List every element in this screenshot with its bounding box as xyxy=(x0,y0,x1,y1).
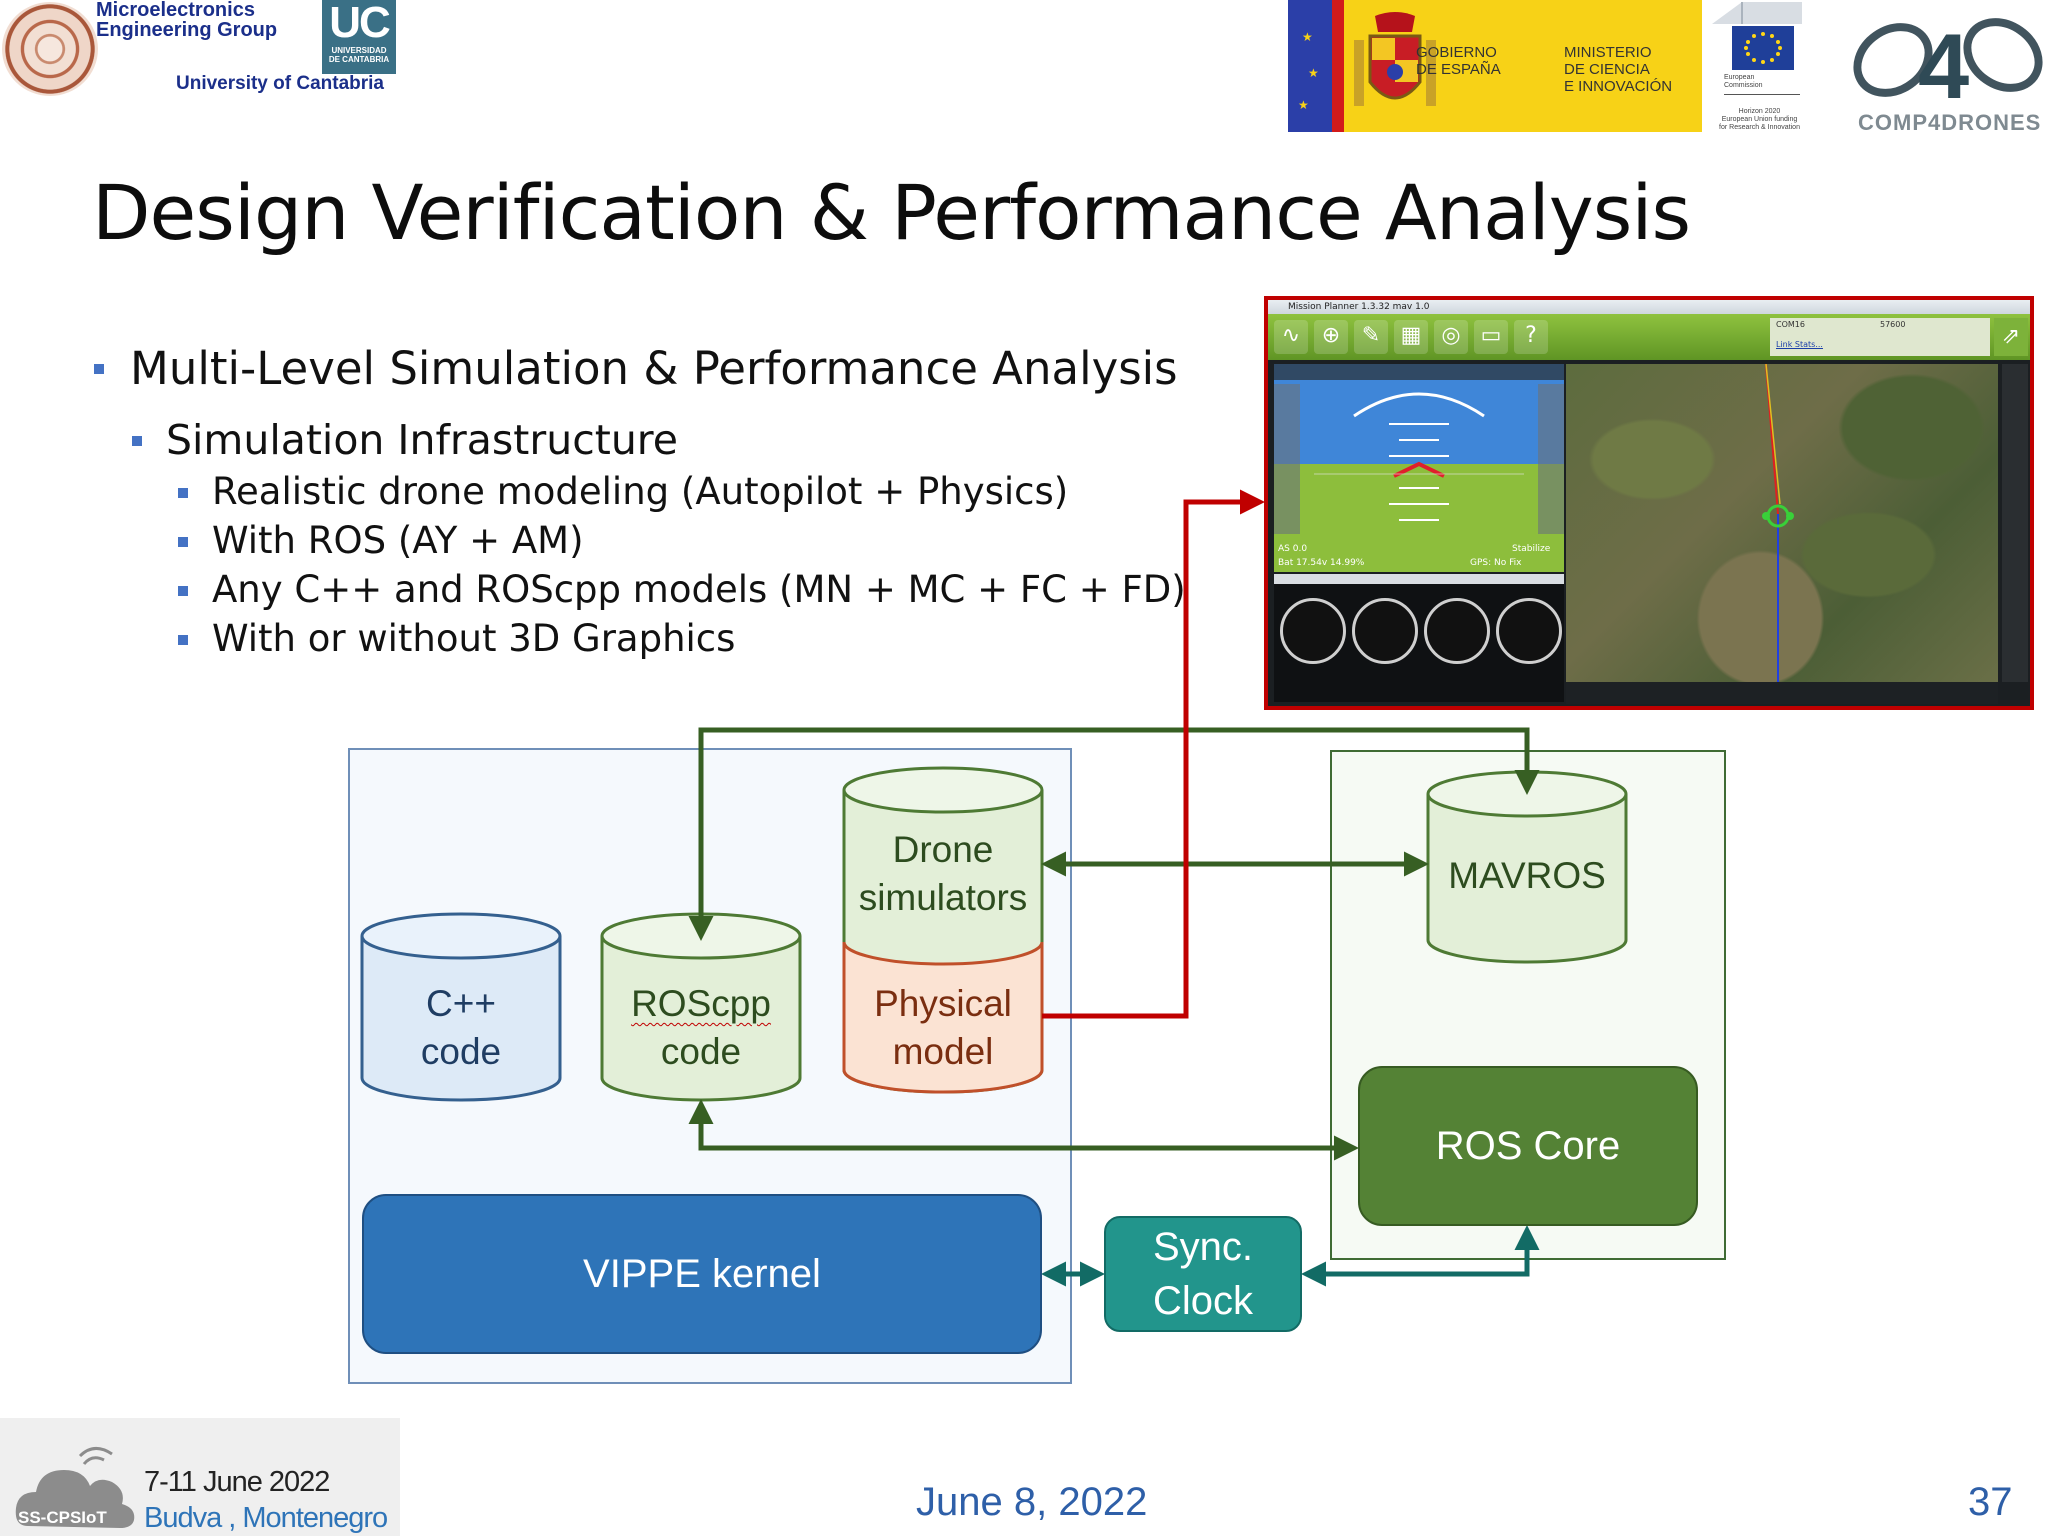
group-name: Microelectronics Engineering Group xyxy=(96,0,278,41)
spanish-government-logo: ★★★ GOBIERNO DE ESPAÑA MINISTERIO DE CIE… xyxy=(1288,0,1702,132)
ministry-text: MINISTERIO DE CIENCIA E INNOVACIÓN xyxy=(1564,44,1673,95)
bullet-marker xyxy=(94,364,104,374)
microelectronics-group-logo xyxy=(2,2,98,96)
mavros-label: MAVROS xyxy=(1448,855,1606,896)
mp-map-statusbar xyxy=(1566,682,1998,704)
svg-text:4: 4 xyxy=(1918,16,1969,110)
roscpp-mavros-arrow xyxy=(688,727,1540,941)
eu-stars-strip: ★★★ xyxy=(1288,0,1332,132)
bullet-level3: Realistic drone modeling (Autopilot + Ph… xyxy=(178,470,1068,513)
cloud-icon xyxy=(15,1447,135,1528)
physical-model-label: Physical model xyxy=(874,983,1012,1072)
terminal-icon: ◎ xyxy=(1434,320,1468,354)
mp-toolbar: ∿ ⊕ ✎ ▦ ◎ ▭ ? COM16 57600 Link Stats... … xyxy=(1268,314,2030,360)
vippe-kernel-node: VIPPE kernel xyxy=(362,1194,1042,1354)
monitor-icon: ▭ xyxy=(1474,320,1508,354)
european-commission-logo: European Commission Horizon 2020 Europea… xyxy=(1702,0,1812,142)
bullet-level3: With ROS (AY + AM) xyxy=(178,519,584,562)
flight-data-icon: ∿ xyxy=(1274,320,1308,354)
ros-core-node: ROS Core xyxy=(1358,1066,1698,1226)
sync-clock-node: Sync. Clock xyxy=(1104,1216,1302,1332)
bullet-level1: Multi-Level Simulation & Performance Ana… xyxy=(94,342,1178,395)
help-icon: ? xyxy=(1514,320,1548,354)
roscpp-roscore-arrow xyxy=(688,1099,1359,1161)
mp-titlebar: Mission Planner 1.3.32 mav 1.0 xyxy=(1268,300,2030,314)
altitude-gauge-icon xyxy=(1424,598,1490,664)
bullet-level3: With or without 3D Graphics xyxy=(178,617,735,660)
uc-logo: UC UNIVERSIDAD DE CANTABRIA xyxy=(322,0,396,74)
mission-planner-screenshot: Mission Planner 1.3.32 mav 1.0 ∿ ⊕ ✎ ▦ ◎… xyxy=(1264,296,2034,710)
coat-of-arms-icon xyxy=(1354,12,1436,106)
mp-gauges xyxy=(1274,584,1564,702)
mp-zoom-slider xyxy=(2002,364,2028,682)
mp-satellite-map xyxy=(1566,363,1998,682)
event-dates: 7-11 June 2022 xyxy=(144,1466,330,1498)
bullet-level2: Simulation Infrastructure xyxy=(132,416,678,464)
bullet-level3: Any C++ and ROScpp models (MN + MC + FC … xyxy=(178,568,1186,611)
comp4drones-logo: 4 COMP4DRONES xyxy=(1848,0,2048,140)
slide-date: June 8, 2022 xyxy=(916,1480,1148,1524)
bullet-marker xyxy=(132,436,142,446)
mp-tabs xyxy=(1274,574,1564,584)
page-number: 37 xyxy=(1968,1480,2013,1524)
artificial-horizon-icon xyxy=(1274,364,1564,534)
connect-icon: ⇗ xyxy=(1994,318,2028,356)
physical-model-visual-arrow xyxy=(1042,489,1265,1019)
sync-roscore-arrow xyxy=(1301,1225,1540,1287)
simulation-icon: ▦ xyxy=(1394,320,1428,354)
university-name: University of Cantabria xyxy=(176,73,384,94)
cpp-code-label: C++ code xyxy=(420,983,502,1072)
map-overlay xyxy=(1762,363,1794,682)
drone-simulators-label: Drone simulators xyxy=(858,829,1028,918)
mp-connection-settings: COM16 57600 Link Stats... xyxy=(1770,318,1990,356)
config-icon: ✎ xyxy=(1354,320,1388,354)
flight-plan-icon: ⊕ xyxy=(1314,320,1348,354)
drone-4-icon: 4 xyxy=(1853,16,2043,118)
roscpp-code-label: ROScpp code xyxy=(631,983,771,1072)
cpp-code-cylinder xyxy=(360,912,562,1102)
event-brand: SS-CPSIoT xyxy=(18,1508,107,1527)
slide-title: Design Verification & Performance Analys… xyxy=(92,168,1691,257)
eu-flag-icon xyxy=(1732,26,1794,70)
commission-building-icon xyxy=(1712,2,1802,24)
event-place: Budva , Montenegro xyxy=(144,1502,388,1534)
mp-hud: AS 0.0 Stabilize Bat 17.54v 14.99% GPS: … xyxy=(1274,364,1564,572)
gov-text: GOBIERNO DE ESPAÑA xyxy=(1416,44,1501,78)
vsi-gauge-icon xyxy=(1280,598,1346,664)
speed-gauge-icon xyxy=(1352,598,1418,664)
heading-gauge-icon xyxy=(1496,598,1562,664)
